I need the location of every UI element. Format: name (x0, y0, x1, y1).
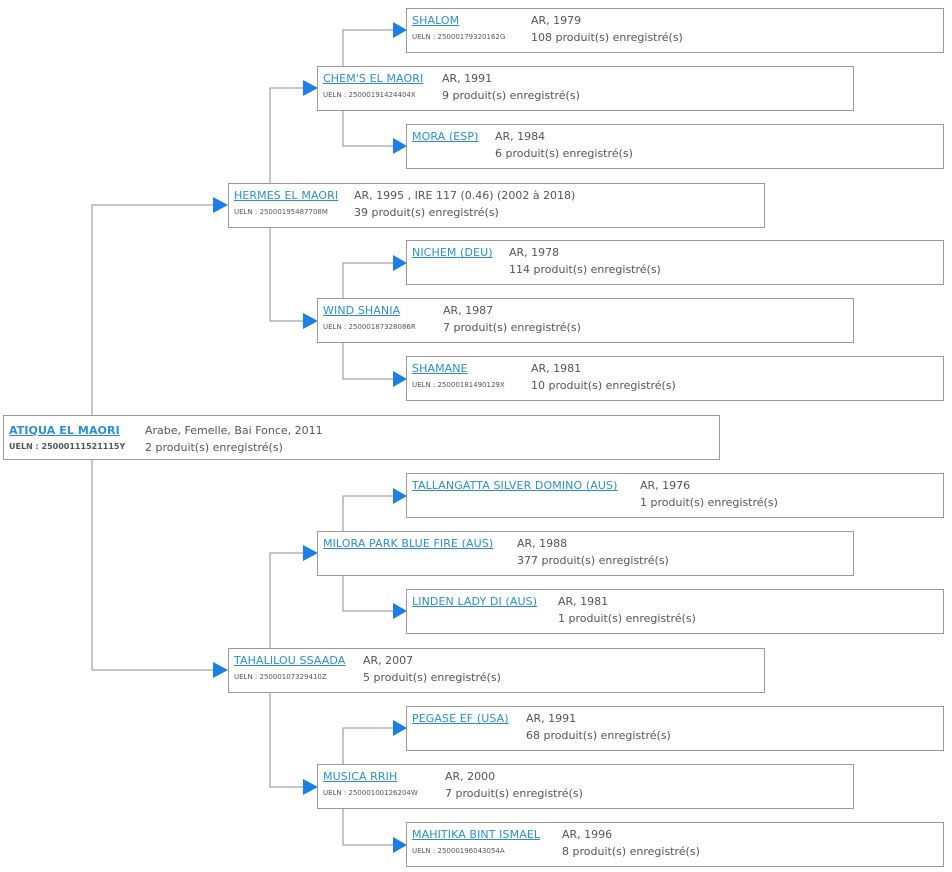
arrow-icon (213, 662, 228, 678)
connector-ds-dam (342, 575, 394, 612)
ueln-label: UELN : 25000187328086R (323, 323, 416, 331)
horse-produit-count: 114 produit(s) enregistré(s) (509, 263, 661, 276)
horse-produit-count: 10 produit(s) enregistré(s) (531, 379, 676, 392)
horse-produit-count: 1 produit(s) enregistré(s) (558, 612, 696, 625)
horse-info: AR, 1978 (509, 246, 560, 259)
horse-name-link[interactable]: SHALOM (412, 14, 460, 27)
connector-root-sire (91, 204, 214, 415)
horse-name-link[interactable]: CHEM'S EL MAORI (323, 72, 424, 85)
arrow-icon (303, 545, 318, 561)
horse-card-dam-sire-dam: LINDEN LADY DI (AUS) AR, 1981 1 produit(… (406, 589, 944, 634)
ueln-label: UELN : 25000181490129X (412, 381, 505, 389)
ueln-label: UELN : 25000107329410Z (234, 673, 327, 681)
horse-name-link[interactable]: WIND SHANIA (323, 304, 401, 317)
connector-ss-dam (342, 110, 394, 147)
ueln-label: UELN : 25000111521115Y (9, 442, 126, 451)
arrow-icon (393, 22, 407, 38)
horse-info: AR, 1987 (443, 304, 494, 317)
horse-name-link[interactable]: MAHITIKA BINT ISMAEL (412, 828, 541, 841)
horse-card-root: ATIQUA EL MAORI UELN : 25000111521115Y A… (3, 415, 720, 460)
connector-dd-dam (342, 808, 394, 846)
ueln-label: UELN : 25000191424404X (323, 91, 416, 99)
horse-name-link[interactable]: TALLANGATTA SILVER DOMINO (AUS) (412, 479, 618, 492)
horse-produit-count: 39 produit(s) enregistré(s) (354, 206, 499, 219)
horse-name-link[interactable]: MILORA PARK BLUE FIRE (AUS) (323, 537, 494, 550)
arrow-icon (303, 313, 318, 329)
connector-sire-dam (269, 227, 304, 322)
horse-info: AR, 2007 (363, 654, 414, 667)
horse-card-sire-dam: WIND SHANIA UELN : 25000187328086R AR, 1… (317, 298, 854, 343)
connector-ss-sire (342, 29, 394, 67)
horse-produit-count: 6 produit(s) enregistré(s) (495, 147, 633, 160)
arrow-icon (303, 779, 318, 795)
horse-name-link[interactable]: MUSICA RRIH (323, 770, 398, 783)
ueln-label: UELN : 25000100126204W (323, 789, 418, 797)
horse-card-dam-dam-sire: PEGASE EF (USA) AR, 1991 68 produit(s) e… (406, 706, 944, 751)
horse-produit-count: 108 produit(s) enregistré(s) (531, 31, 683, 44)
horse-info: AR, 1996 (562, 828, 613, 841)
connector-ds-sire (342, 495, 394, 532)
horse-info: AR, 1979 (531, 14, 582, 27)
horse-info: AR, 2000 (445, 770, 496, 783)
horse-info: AR, 1981 (531, 362, 582, 375)
horse-produit-count: 377 produit(s) enregistré(s) (517, 554, 669, 567)
ueln-label: UELN : 25000179320162G (412, 33, 506, 41)
horse-card-sire-sire-sire: SHALOM UELN : 25000179320162G AR, 1979 1… (406, 8, 944, 53)
arrow-icon (393, 837, 407, 853)
arrow-icon (393, 488, 407, 504)
horse-info: AR, 1991 (526, 712, 577, 725)
horse-produit-count: 5 produit(s) enregistré(s) (363, 671, 501, 684)
connector-sd-dam (342, 342, 394, 380)
horse-card-dam-dam-dam: MAHITIKA BINT ISMAEL UELN : 250001960430… (406, 822, 944, 867)
horse-name-link[interactable]: TAHALILOU SSAADA (234, 654, 346, 667)
horse-name-link[interactable]: SHAMANE (412, 362, 468, 375)
ueln-label: UELN : 25000195487708M (234, 208, 328, 216)
connector-dd-sire (342, 727, 394, 765)
horse-card-sire: HERMES EL MAORI UELN : 25000195487708M A… (228, 183, 765, 228)
horse-card-dam-sire: MILORA PARK BLUE FIRE (AUS) AR, 1988 377… (317, 531, 854, 576)
horse-info: AR, 1988 (517, 537, 568, 550)
horse-info: Arabe, Femelle, Bai Fonce, 2011 (145, 424, 323, 437)
connector-root-dam (91, 459, 214, 671)
horse-name-link[interactable]: MORA (ESP) (412, 130, 479, 143)
arrow-icon (213, 197, 228, 213)
horse-produit-count: 68 produit(s) enregistré(s) (526, 729, 671, 742)
horse-info: AR, 1991 (442, 72, 493, 85)
horse-info: AR, 1984 (495, 130, 546, 143)
horse-info: AR, 1995 , IRE 117 (0.46) (2002 à 2018) (354, 189, 576, 202)
horse-produit-count: 7 produit(s) enregistré(s) (443, 321, 581, 334)
horse-produit-count: 7 produit(s) enregistré(s) (445, 787, 583, 800)
horse-card-dam-dam: MUSICA RRIH UELN : 25000100126204W AR, 2… (317, 764, 854, 809)
horse-produit-count: 9 produit(s) enregistré(s) (442, 89, 580, 102)
horse-name-link[interactable]: LINDEN LADY DI (AUS) (412, 595, 538, 608)
horse-produit-count: 8 produit(s) enregistré(s) (562, 845, 700, 858)
horse-card-sire-sire: CHEM'S EL MAORI UELN : 25000191424404X A… (317, 66, 854, 111)
horse-card-dam-sire-sire: TALLANGATTA SILVER DOMINO (AUS) AR, 1976… (406, 473, 944, 518)
arrow-icon (393, 371, 407, 387)
horse-card-sire-dam-sire: NICHEM (DEU) AR, 1978 114 produit(s) enr… (406, 240, 944, 285)
arrow-icon (393, 255, 407, 271)
horse-card-sire-dam-dam: SHAMANE UELN : 25000181490129X AR, 1981 … (406, 356, 944, 401)
arrow-icon (393, 138, 407, 154)
horse-info: AR, 1981 (558, 595, 609, 608)
ueln-label: UELN : 25000196043054A (412, 847, 505, 855)
horse-info: AR, 1976 (640, 479, 691, 492)
horse-name-link[interactable]: ATIQUA EL MAORI (9, 424, 120, 437)
connector-dam-sire (269, 552, 304, 649)
horse-produit-count: 1 produit(s) enregistré(s) (640, 496, 778, 509)
arrow-icon (393, 603, 407, 619)
horse-card-dam: TAHALILOU SSAADA UELN : 25000107329410Z … (228, 648, 765, 693)
horse-produit-count: 2 produit(s) enregistré(s) (145, 441, 283, 454)
arrow-icon (303, 80, 318, 96)
horse-name-link[interactable]: PEGASE EF (USA) (412, 712, 509, 725)
horse-name-link[interactable]: NICHEM (DEU) (412, 246, 493, 259)
connector-sd-sire (342, 262, 394, 298)
connector-sire-sire (269, 87, 304, 183)
horse-card-sire-sire-dam: MORA (ESP) AR, 1984 6 produit(s) enregis… (406, 124, 944, 169)
connector-dam-dam (269, 692, 304, 788)
arrow-icon (393, 720, 407, 736)
horse-name-link[interactable]: HERMES EL MAORI (234, 189, 339, 202)
